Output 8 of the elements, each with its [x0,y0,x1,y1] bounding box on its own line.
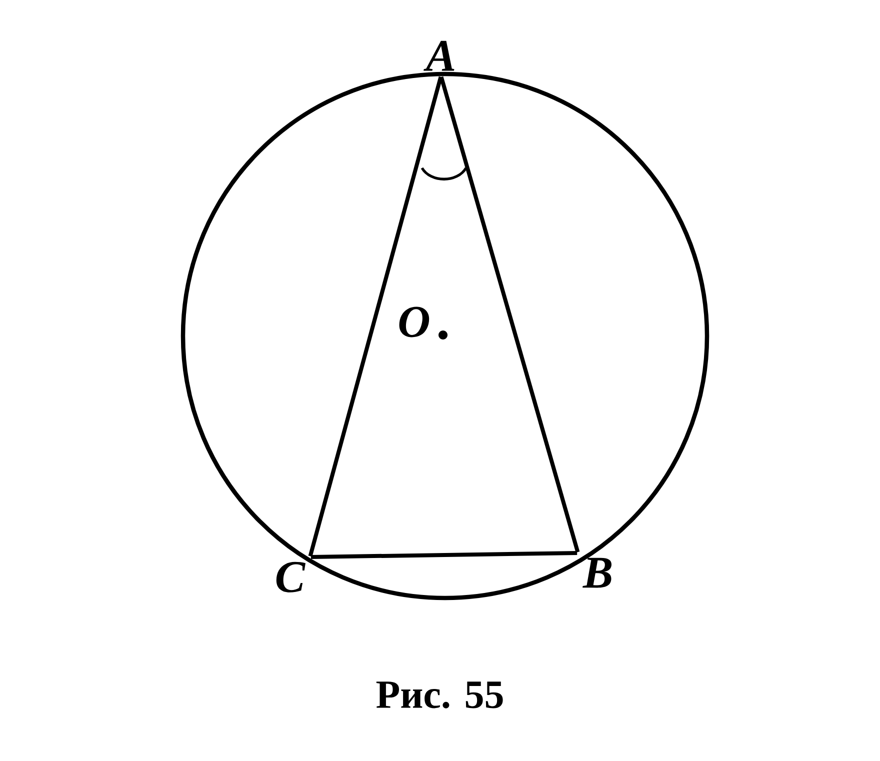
vertex-label: B [582,558,612,588]
vertex-label: A [424,40,454,71]
point-label: O [399,306,430,338]
triangle-side [439,76,580,553]
triangle-side [308,76,443,557]
figure-caption: Рис. 55 [376,682,503,708]
triangle-side [310,551,578,559]
vertex-label: C [276,562,306,592]
